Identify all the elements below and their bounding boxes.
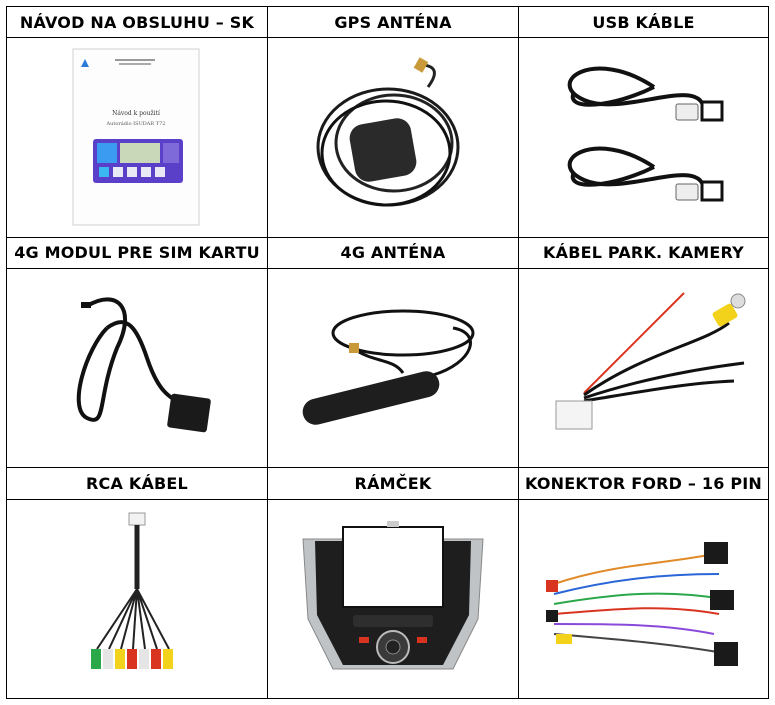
header-camera-cable: KÁBEL PARK. KAMERY	[518, 236, 769, 269]
frame-image	[302, 520, 484, 670]
cell-manual: Návod k použití Autorádio ISUDAR T72	[6, 37, 268, 238]
cell-4g-antenna	[267, 267, 519, 469]
cell-usb-cables	[518, 37, 769, 238]
header-manual: NÁVOD NA OBSLUHU – SK	[6, 5, 268, 39]
cell-gps-antenna	[267, 37, 519, 238]
cell-frame	[267, 498, 519, 700]
header-gps-antenna: GPS ANTÉNA	[267, 5, 519, 39]
4g-antenna-image	[302, 309, 475, 425]
4g-module-image	[76, 297, 211, 433]
cell-4g-module	[6, 267, 268, 469]
manual-subtitle: Autorádio ISUDAR T72	[106, 120, 166, 127]
cell-camera-cable	[518, 267, 769, 469]
manual-image: Návod k použití Autorádio ISUDAR T72	[72, 48, 200, 226]
usb-cables-image	[567, 67, 723, 202]
cell-rca-cable	[6, 498, 268, 700]
camera-cable-image	[555, 292, 745, 430]
manual-title: Návod k použití	[112, 110, 160, 117]
rca-cable-image	[91, 512, 173, 669]
header-rca-cable: RCA KÁBEL	[6, 467, 268, 500]
header-ford-connector: KONEKTOR FORD – 16 PIN	[518, 467, 769, 500]
header-4g-module: 4G MODUL PRE SIM KARTU	[6, 236, 268, 269]
accessories-table: NÁVOD NA OBSLUHU – SK GPS ANTÉNA USB KÁB…	[6, 5, 769, 700]
gps-antenna-image	[316, 57, 460, 207]
header-4g-antenna: 4G ANTÉNA	[267, 236, 519, 269]
ford-connector-image	[545, 541, 738, 666]
header-frame: RÁMČEK	[267, 467, 519, 500]
logo-icon	[81, 58, 89, 67]
cell-ford-connector	[518, 498, 769, 700]
header-usb-cables: USB KÁBLE	[518, 5, 769, 39]
